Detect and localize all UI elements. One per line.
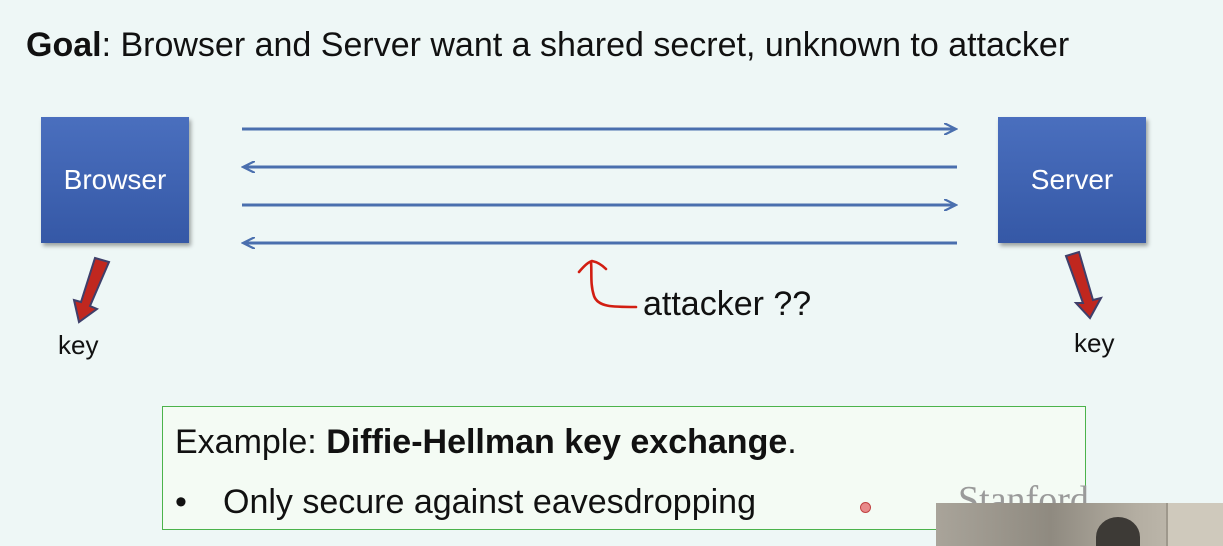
server-key-label: key <box>1074 328 1115 358</box>
bullet-text: Only secure against eavesdropping <box>223 483 756 521</box>
browser-key-label: key <box>58 330 99 360</box>
browser-key-arrow <box>72 256 111 324</box>
example-bullet: • Only secure against eavesdropping <box>175 483 756 522</box>
laser-pointer-dot <box>860 502 871 513</box>
attacker-pointer-scribble <box>577 259 638 309</box>
server-key-arrow <box>1064 250 1103 320</box>
presenter-silhouette <box>1096 517 1140 546</box>
video-thumbnail <box>936 503 1223 546</box>
title-bold-goal: Goal <box>26 26 102 64</box>
browser-box: Browser <box>41 117 189 243</box>
server-label: Server <box>1030 164 1114 195</box>
server-box: Server <box>998 117 1146 243</box>
browser-label: Browser <box>63 164 167 195</box>
example-line: Example: Diffie-Hellman key exchange. <box>175 423 797 462</box>
example-suffix: . <box>787 423 797 461</box>
title-text: : Browser and Server want a shared secre… <box>101 26 1070 64</box>
example-prefix: Example: <box>175 423 327 461</box>
attacker-label: attacker ?? <box>643 285 812 323</box>
bullet-marker: • <box>175 483 187 521</box>
example-bold: Diffie-Hellman key exchange <box>326 423 788 461</box>
example-box: Example: Diffie-Hellman key exchange. • O… <box>162 406 1086 530</box>
slide-title: Goal: Browser and Server want a shared s… <box>26 26 1069 65</box>
background-panel <box>1166 503 1223 546</box>
